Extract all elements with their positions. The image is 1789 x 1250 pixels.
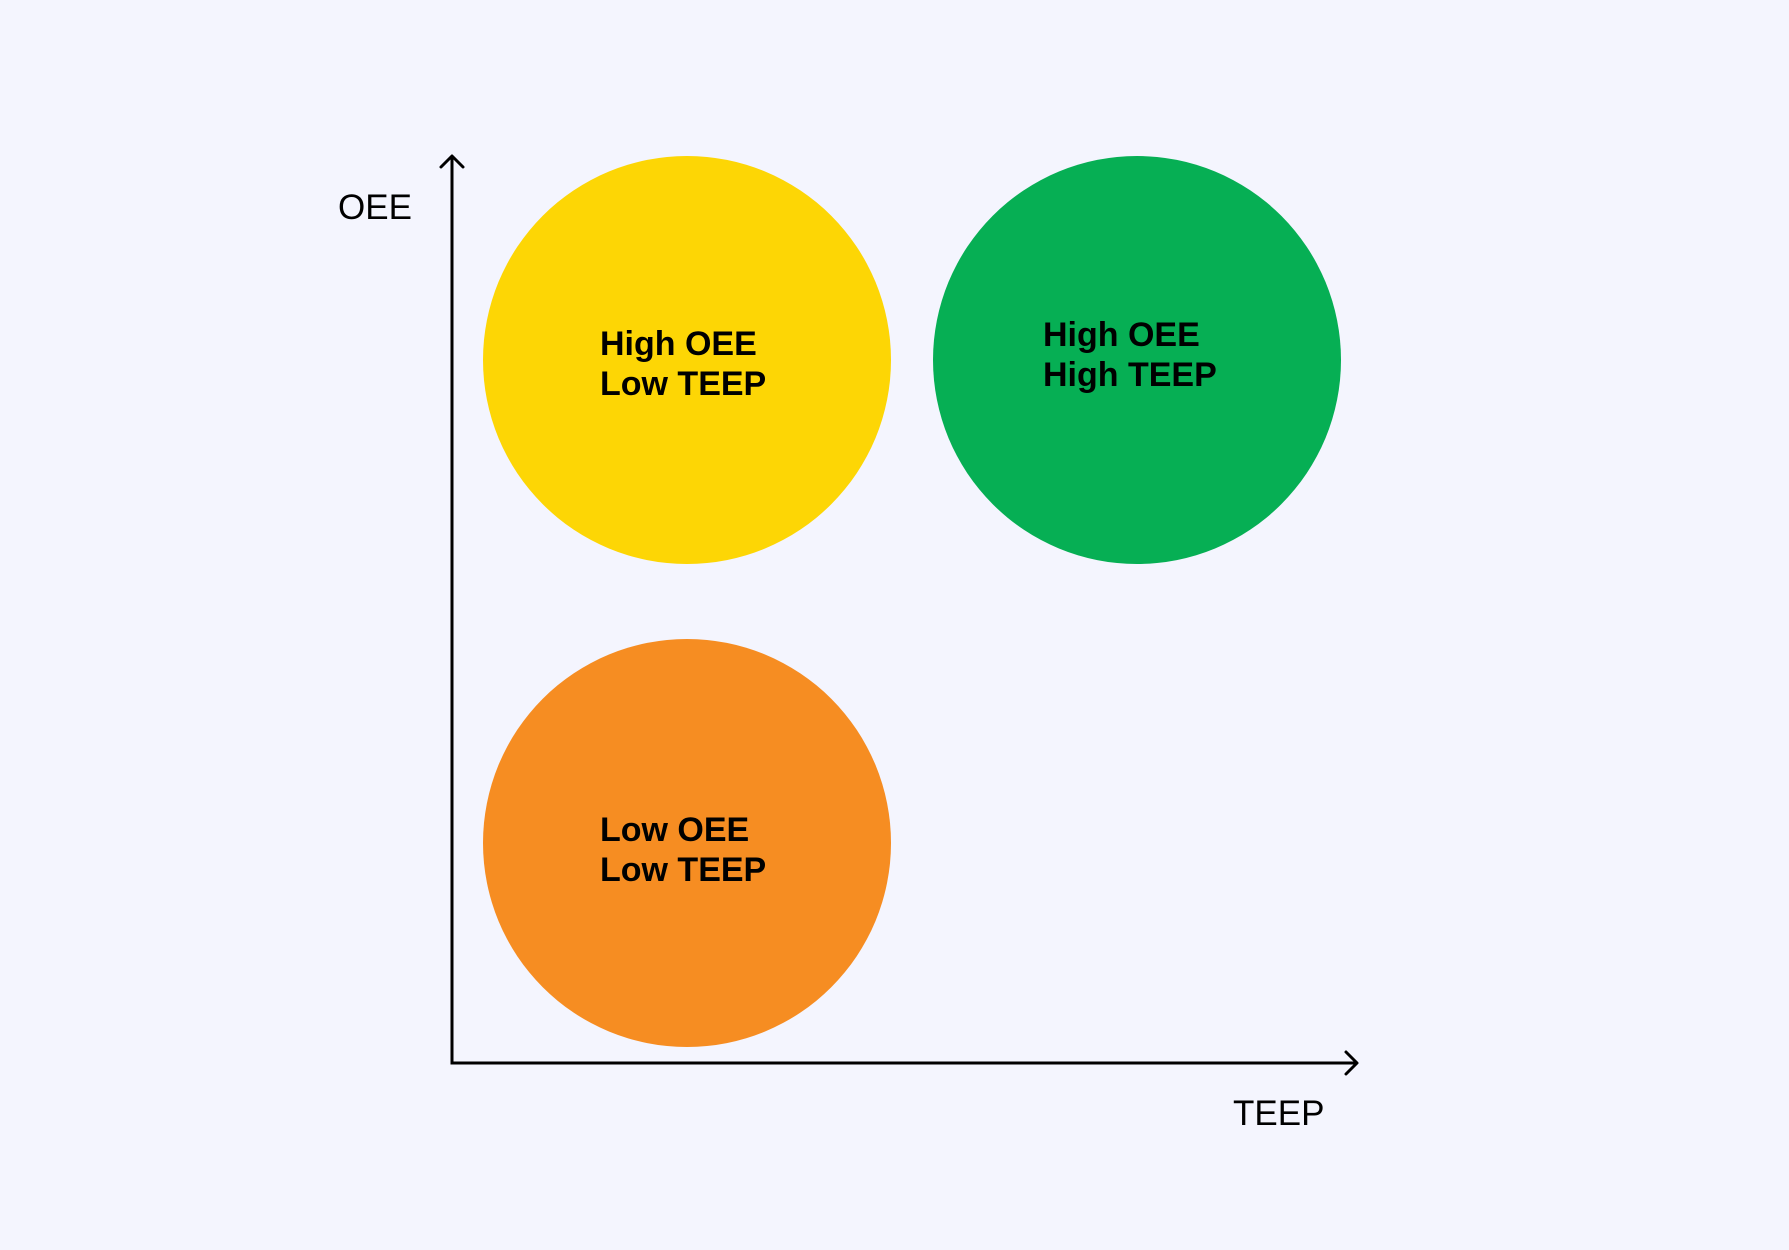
bubble-low-oee-low-teep: [483, 639, 891, 1047]
bubble-label-line: Low OEE: [600, 811, 750, 849]
y-axis: [439, 154, 465, 1063]
bubble-label-low-oee-low-teep: Low OEE Low TEEP: [600, 810, 766, 890]
bubble-high-oee-low-teep: [483, 156, 891, 564]
y-axis-label: OEE: [338, 188, 412, 227]
bubble-label-high-oee-high-teep: High OEE High TEEP: [1043, 315, 1217, 395]
x-axis-label: TEEP: [1233, 1094, 1325, 1133]
x-axis: [450, 1050, 1359, 1076]
bubble-label-line: High TEEP: [1043, 356, 1217, 394]
bubble-label-line: Low TEEP: [600, 365, 767, 403]
bubble-label-line: Low TEEP: [600, 851, 767, 889]
bubble-label-line: High OEE: [600, 325, 757, 363]
bubble-label-high-oee-low-teep: High OEE Low TEEP: [600, 324, 766, 404]
bubble-high-oee-high-teep: [933, 156, 1341, 564]
bubble-label-line: High OEE: [1043, 316, 1200, 354]
x-axis-arrow-icon: [1344, 1050, 1359, 1076]
y-axis-arrow-icon: [439, 154, 465, 169]
